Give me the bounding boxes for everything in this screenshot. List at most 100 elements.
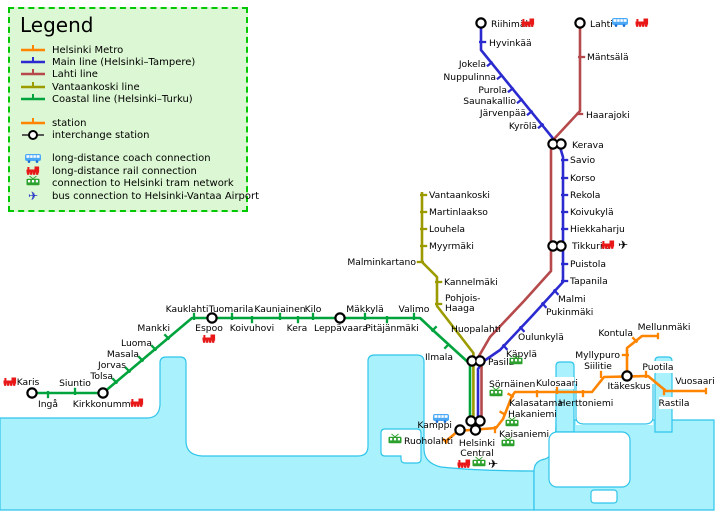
legend-swatch (18, 149, 48, 168)
line-swatch (21, 69, 45, 76)
station-label-hyvinkaa: Hyvinkää (489, 38, 532, 49)
station-swatch (21, 117, 45, 124)
legend-swatch (18, 126, 48, 145)
station-label-pitajanmaki: Pitäjänmäki (365, 323, 419, 334)
station-label-hiekkaharju: Hiekkaharju (570, 224, 625, 235)
station-label-tapanila: Tapanila (569, 276, 608, 287)
station-marks (26, 17, 708, 445)
station-label-myyrmaki: Myyrmäki (429, 241, 474, 252)
station-label-tuomarila: Tuomarila (208, 304, 254, 315)
station-label-martinlaakso: Martinlaakso (429, 207, 488, 218)
legend-item-vantaankoski-line: Vantaankoski line (18, 81, 242, 93)
label-box-puotila (644, 361, 673, 373)
station-label-oulunkyla: Oulunkylä (518, 332, 564, 343)
legend-item-label: bus connection to Helsinki-Vantaa Airpor… (52, 190, 260, 202)
station-label-puistola: Puistola (570, 259, 606, 270)
station-ruoholahti (442, 437, 448, 445)
station-sornainen (506, 392, 515, 398)
station-label-inga: Ingå (38, 399, 58, 410)
water-0 (0, 354, 535, 511)
tram-icon (505, 416, 519, 427)
station-label-kyrola: Kyrölä (509, 121, 537, 132)
station-hakaniemi (498, 410, 507, 416)
legend-swatch (18, 41, 48, 60)
rail-icon (202, 334, 216, 343)
station-label-leppavaara: Leppävaara (314, 323, 368, 334)
legend-item-long-distance-coach-connection: long-distance coach connection (18, 153, 242, 165)
legend-item-connection-to-helsinki-tram-network: connection to Helsinki tram network (18, 175, 242, 190)
line-swatch (21, 44, 45, 51)
legend-swatch (18, 65, 48, 84)
rail-icon (26, 166, 40, 175)
legend-gap (18, 142, 242, 153)
station-jarvenpaa (526, 109, 534, 117)
station-label-pohjois-haaga: Pohjois-Haaga (445, 293, 481, 314)
station-label-nuppulinna: Nuppulinna (443, 72, 496, 83)
tram-icon (388, 433, 402, 444)
station-label-kapyla: Käpylä (506, 349, 537, 360)
legend-item-helsinki-metro: Helsinki Metro (18, 44, 242, 56)
legend-title: Legend (20, 13, 94, 37)
legend-item-label: connection to Helsinki tram network (52, 178, 234, 190)
connection-icons: ✈✈ (3, 18, 649, 471)
line-swatch (21, 57, 45, 64)
station-luoma (150, 344, 158, 352)
station-kontula (631, 336, 639, 344)
legend-swatch (18, 53, 48, 72)
station-label-lahti: Lahti (590, 19, 613, 30)
station-tolsa (111, 377, 119, 385)
station-masala (137, 355, 145, 363)
station-label-malmi: Malmi (558, 294, 586, 305)
tram-icon (501, 436, 515, 447)
station-label-tolsa: Tolsa (89, 371, 113, 382)
legend-item-bus-connection-to-helsinki-vantaa-airport: ✈bus connection to Helsinki-Vantaa Airpo… (18, 189, 259, 203)
station-label-hakaniemi: Hakaniemi (508, 409, 557, 420)
legend-item-label: long-distance coach connection (52, 153, 211, 165)
station-label-masala: Masala (107, 349, 139, 360)
station-label-valimo: Valimo (399, 304, 430, 315)
legend-item-label: station (52, 117, 87, 129)
station-label-luoma: Luoma (121, 338, 152, 349)
station-label-pukinmaki: Pukinmäki (546, 307, 593, 318)
stations: KarisIngåSiuntioKirkkonummiTolsaJorvasMa… (3, 17, 715, 471)
station-label-kamppi: Kamppi (417, 420, 452, 431)
station-label-jokela: Jokela (458, 59, 486, 70)
station-label-koivuhovi: Koivuhovi (230, 323, 274, 334)
legend-item-coastal-line-helsinki-turku: Coastal line (Helsinki–Turku) (18, 94, 242, 106)
legend-item-lahti-line: Lahti line (18, 69, 242, 81)
legend-swatch (18, 78, 48, 97)
coach-icon (433, 414, 449, 423)
label-box-rastila (659, 397, 690, 409)
station-label-kauniainen: Kauniainen (254, 304, 305, 315)
legend-item-long-distance-rail-connection: long-distance rail connection (18, 165, 242, 177)
station-label-pasila: Pasila (488, 357, 514, 368)
station-label-savio: Savio (570, 155, 595, 166)
coach-icon (25, 154, 41, 164)
station-labels: KarisIngåSiuntioKirkkonummiTolsaJorvasMa… (17, 19, 715, 459)
station-label-rekola: Rekola (570, 190, 600, 201)
station-espoo (206, 312, 218, 324)
station-label-saunakallio: Saunakallio (463, 96, 516, 107)
station-label-kauklahti: Kauklahti (166, 304, 209, 315)
station-label-herttoniemi: Herttoniemi (559, 398, 614, 409)
station-pukinmaki (540, 301, 548, 309)
station-label-kera: Kera (287, 323, 308, 334)
coach-icon (25, 154, 41, 164)
water-2 (555, 361, 575, 433)
label-box-kulosaari (540, 377, 574, 389)
station-label-ilmala: Ilmala (425, 352, 453, 363)
rail-icon (3, 377, 17, 386)
station-itakeskus (621, 370, 633, 382)
station-tikkurila (547, 240, 567, 252)
station-label-haarajoki: Haarajoki (586, 110, 630, 121)
tram-icon (489, 386, 503, 397)
station-label-jarvenpaa: Järvenpää (479, 108, 526, 119)
legend-item-station: station (18, 117, 242, 129)
legend-item-label: Vantaankoski line (52, 81, 140, 93)
legend-item-main-line-helsinki-tampere: Main line (Helsinki–Tampere) (18, 56, 242, 68)
station-label-kontula: Kontula (598, 328, 633, 339)
